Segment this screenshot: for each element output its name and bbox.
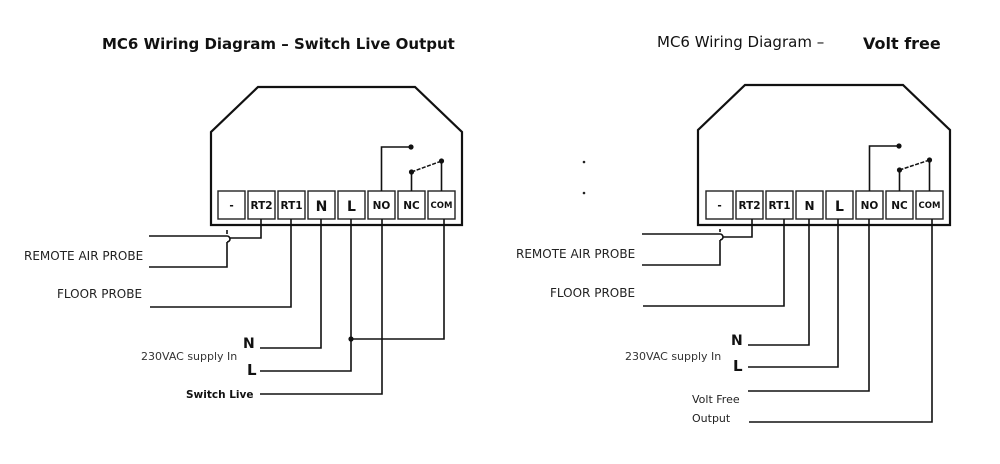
terminal-label: N bbox=[316, 199, 328, 215]
label-remote-air-probe: REMOTE AIR PROBE bbox=[24, 249, 143, 263]
label-n: N bbox=[243, 336, 255, 352]
terminal-n bbox=[795, 190, 824, 220]
label-supply: 230VAC supply In bbox=[625, 350, 721, 363]
terminal-n bbox=[307, 190, 336, 220]
stray-dot bbox=[582, 160, 586, 164]
terminal-label: COM bbox=[919, 201, 941, 211]
relay-switch bbox=[380, 144, 445, 191]
terminal-no bbox=[367, 190, 396, 220]
diagram-title-part2: Volt free bbox=[863, 34, 941, 53]
terminal-label: RT1 bbox=[280, 200, 302, 212]
terminal-l bbox=[825, 190, 854, 220]
terminal-block: - RT2 RT1 N L NO NC COM bbox=[217, 190, 456, 220]
terminal-label: NO bbox=[861, 200, 879, 212]
diagram-title: MC6 Wiring Diagram – Switch Live Output bbox=[102, 35, 455, 53]
terminal-label: N bbox=[804, 199, 814, 213]
label-remote-air-probe: REMOTE AIR PROBE bbox=[516, 247, 635, 261]
terminal-label: L bbox=[835, 199, 844, 215]
terminal-rt2 bbox=[735, 190, 764, 220]
terminal-minus bbox=[705, 190, 734, 220]
stray-dot bbox=[582, 191, 586, 195]
diagram-volt-free: MC6 Wiring Diagram – Volt free - RT2 RT1… bbox=[516, 33, 952, 425]
label-floor-probe: FLOOR PROBE bbox=[57, 287, 142, 301]
terminal-rt1 bbox=[765, 190, 794, 220]
terminal-label: NC bbox=[403, 200, 420, 212]
terminal-label: L bbox=[347, 199, 356, 215]
terminal-label: RT2 bbox=[250, 200, 272, 212]
relay-switch bbox=[868, 143, 933, 191]
label-volt-free: Volt Free bbox=[692, 393, 740, 406]
label-switch-live: Switch Live bbox=[186, 389, 254, 401]
terminal-label: - bbox=[717, 200, 721, 212]
diagram-title-part1: MC6 Wiring Diagram – bbox=[657, 33, 824, 51]
terminal-label: RT2 bbox=[738, 200, 760, 212]
thermostat-housing bbox=[696, 83, 952, 227]
wires bbox=[642, 219, 933, 423]
label-l: L bbox=[247, 361, 257, 379]
label-floor-probe: FLOOR PROBE bbox=[550, 286, 635, 300]
terminal-label: NC bbox=[891, 200, 908, 212]
label-output: Output bbox=[692, 412, 731, 425]
terminal-label: NO bbox=[373, 200, 391, 212]
label-supply: 230VAC supply In bbox=[141, 350, 237, 363]
terminal-com bbox=[427, 190, 456, 220]
diagram-switch-live: MC6 Wiring Diagram – Switch Live Output … bbox=[24, 35, 464, 401]
terminal-label: COM bbox=[431, 201, 453, 211]
terminal-label: RT1 bbox=[768, 200, 790, 212]
label-l: L bbox=[733, 357, 743, 375]
terminal-minus bbox=[217, 190, 246, 220]
terminal-rt1 bbox=[277, 190, 306, 220]
wires bbox=[149, 219, 445, 395]
terminal-label: - bbox=[229, 200, 233, 212]
label-n: N bbox=[731, 333, 743, 349]
